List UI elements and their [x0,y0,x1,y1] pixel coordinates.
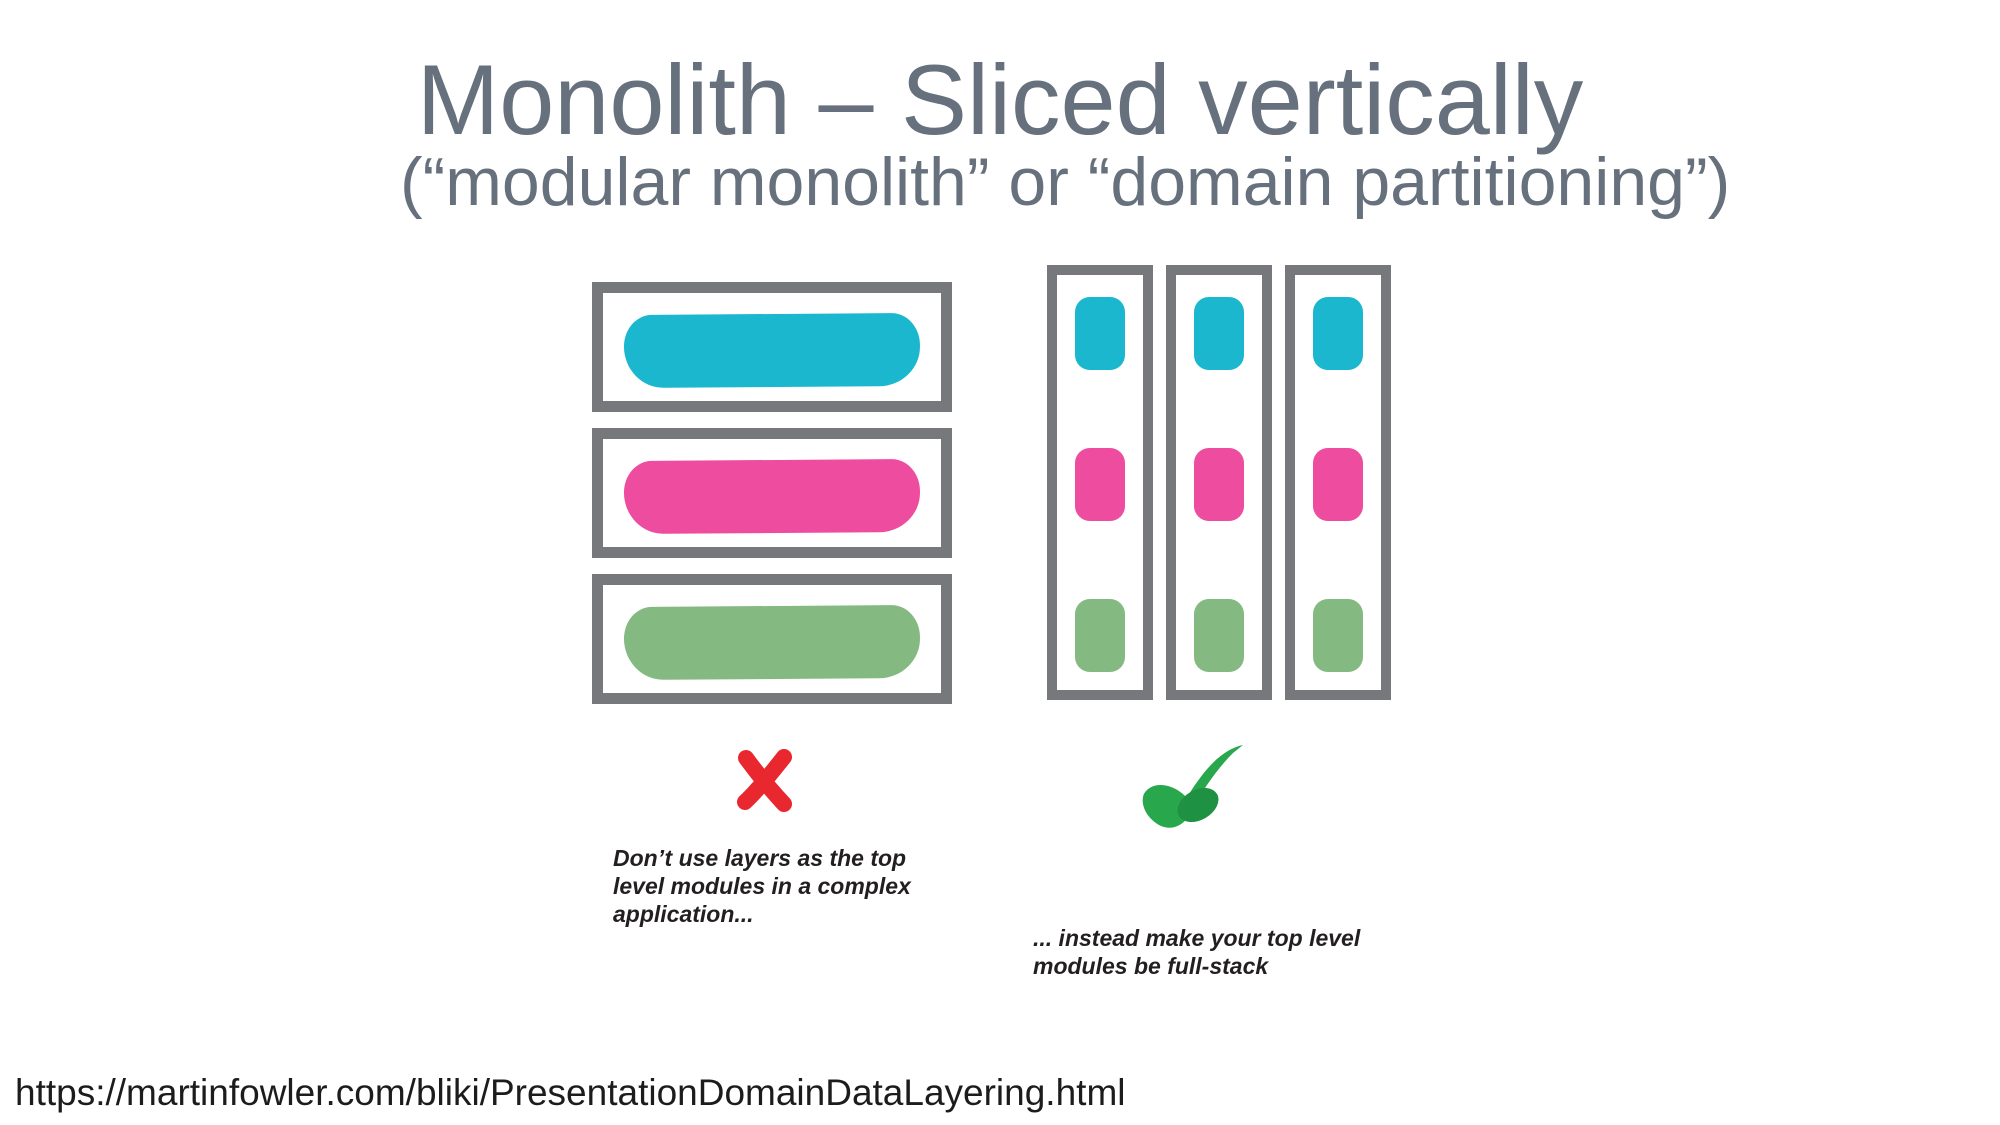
cyan-block [1194,297,1244,370]
cross-icon [737,749,792,812]
layer-box-bottom [592,574,952,704]
pink-block [1313,448,1363,521]
slide-title: Monolith – Sliced vertically [416,44,1584,155]
green-layer-blob [623,604,921,680]
vertical-modules-diagram [1047,265,1391,700]
pink-block [1075,448,1125,521]
full-stack-modules-caption: ... instead make your top level modules … [1033,925,1361,979]
footer-url: https://martinfowler.com/bliki/Presentat… [15,1072,1126,1113]
green-block [1194,599,1244,672]
cyan-block [1075,297,1125,370]
green-block [1075,599,1125,672]
green-block [1313,599,1363,672]
layer-box-middle [592,428,952,558]
check-icon [1142,745,1243,828]
module-column-3 [1285,265,1391,700]
layer-box-top [592,282,952,412]
slide-subtitle: (“modular monolith” or “domain partition… [400,144,1731,220]
cyan-layer-blob [623,312,921,388]
layered-monolith-diagram [592,282,952,720]
cyan-block [1313,297,1363,370]
dont-use-layers-caption: Don’t use layers as the top level module… [613,845,911,927]
module-column-1 [1047,265,1153,700]
pink-block [1194,448,1244,521]
module-column-2 [1166,265,1272,700]
pink-layer-blob [623,458,921,534]
